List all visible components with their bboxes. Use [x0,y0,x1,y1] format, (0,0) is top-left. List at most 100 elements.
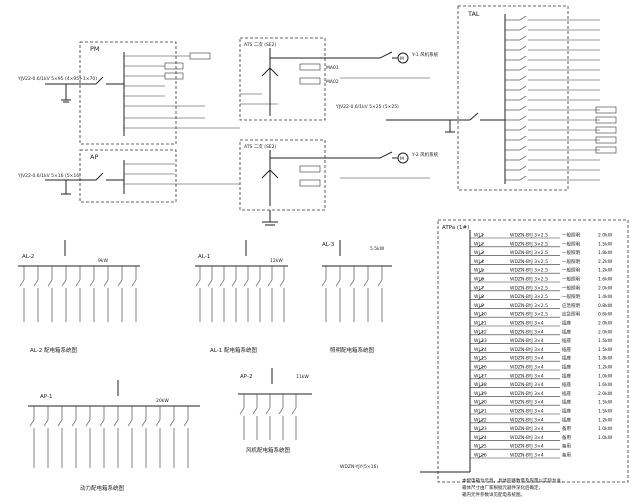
ap-cabinet: AP YJV22-0.6/1kV 5×16 (5×16) [17,149,240,203]
panel-row-power: 1.5kW [598,241,613,247]
panel-row-breaker [477,392,485,397]
branch-breaker [377,279,383,287]
tal-breaker [519,45,527,51]
svg-text:MA02: MA02 [326,79,339,85]
panel-row-load: 一般照明 [562,249,580,256]
panel-row-cable: WDZN-BYJ 3×2.5 [510,241,548,247]
panel-row-cable: WDZN-BYJ 3×2.5 [510,259,548,265]
panel-row-cable: WDZN-BYJ 3×4 [510,329,544,335]
tal-breaker [519,125,527,131]
panel-row-load: 一般照明 [562,267,580,274]
svg-text:AP-1: AP-1 [40,394,52,400]
branch-breaker [243,279,249,287]
branch-breaker [117,279,123,287]
small-panel-power: AP-1 20kW 动力配电箱系统图 [28,380,200,492]
panel-row-power: 1.4kW [598,294,613,300]
branch-breaker [61,279,67,287]
panel-row-power: 2.0kW [598,285,613,291]
panel-row-load: 插座 [562,372,571,379]
branch-breaker [321,279,327,287]
motor-upper: M Y-1 风机系统 [340,51,439,79]
panel-row-circuit: WL8 [474,294,484,300]
panel-row-cable: WDZN-BYJ 3×2.5 [510,285,548,291]
panel-row-load: 一般照明 [562,240,580,247]
branch-breaker [207,279,213,287]
panel-row-circuit: WL17 [474,373,487,379]
panel-row-breaker [477,251,485,256]
panel-row-cable: WDZN-BYJ 3×4 [510,321,544,327]
panel-row-load: 一般照明 [562,276,580,283]
panel-row-circuit: WL6 [474,277,484,283]
large-panel-incoming: WDZN-YJY(5×16) [340,464,378,470]
panel-row-circuit: WL11 [474,321,487,327]
ats-upper: ATS 二次 (SE2) MA01 MA02 [239,37,380,121]
panel-row-cable: WDZN-BYJ 3×4 [510,400,544,406]
branch-breaker [127,419,133,427]
panel-row-circuit: WL21 [474,409,487,415]
panel-row-power: 2.0kW [598,329,613,335]
panel-row-circuit: WL24 [474,435,487,441]
panel-row-breaker [477,277,485,283]
branch-breaker [195,279,201,287]
panel-row-cable: WDZN-BYJ 3×4 [510,409,544,415]
panel-row-cable: WDZN-BYJ 3×4 [510,356,544,362]
panel-row-circuit: WL12 [474,329,487,335]
tal-breaker [519,175,527,181]
panel-row-circuit: WL19 [474,391,487,397]
small-panel-al2: AL-2 9kW AL-2 配电箱系统图 [18,240,140,354]
lighting-title: 照明配电箱系统图 [330,346,375,354]
panel-row-cable: WDZN-BYJ 3×4 [510,338,544,344]
panel-row-cable: WDZN-BYJ 3×2.5 [510,312,548,318]
power-title: 动力配电箱系统图 [80,484,125,492]
al1-title: AL-1 配电箱系统图 [210,346,257,354]
panel-row-circuit: WL10 [474,312,487,318]
fan-title: 风机配电箱系统图 [246,446,291,454]
tal-load-box [595,116,617,124]
branch-breaker [252,407,258,415]
panel-row-power: 2.0kW [598,233,613,239]
fan-power: 11kW [296,374,309,380]
al2-title: AL-2 配电箱系统图 [30,346,77,354]
panel-row-circuit: WL25 [474,444,487,450]
panel-row-breaker [477,268,485,274]
branch-breaker [267,279,273,287]
panel-row-cable: WDZN-BYJ 3×2.5 [510,268,548,274]
panel-row-cable: WDZN-BYJ 3×4 [510,444,544,450]
panel-row-breaker [477,436,485,441]
panel-row-circuit: WL2 [474,241,484,247]
note-3: 箱内元件参数详见配电系统图。 [462,491,525,498]
lighting-power: 5.5kW [370,246,385,252]
panel-row-breaker [477,365,485,371]
panel-row-breaker [477,374,485,380]
branch-breaker [141,419,147,427]
panel-row-power: 1.5kW [598,347,613,353]
small-panel-lighting: AL-3 5.5kW 照明配电箱系统图 [321,240,392,354]
panel-row-load: 插座 [562,364,571,371]
tal-breaker [519,65,527,71]
power-power: 20kW [156,398,169,404]
branch-breaker [33,279,39,287]
branch-breaker [47,279,53,287]
branch-breaker [29,419,35,427]
panel-row-power: 1.2kW [598,268,613,274]
svg-text:M: M [400,56,404,62]
panel-row-load: 插座 [562,390,571,397]
panel-row-load: 插座 [562,408,571,415]
motor-lower: M Y-2 风机系统 [340,151,439,179]
panel-row-circuit: WL18 [474,382,487,388]
panel-row-cable: WDZN-BYJ 3×2.5 [510,294,548,300]
motor-lower-label: Y-2 风机系统 [411,151,439,158]
tal-breaker [519,85,527,91]
panel-row-circuit: WL5 [474,268,484,274]
branch-breaker [363,279,369,287]
panel-row-cable: WDZN-BYJ 3×2.5 [510,303,548,309]
pm-incoming-cable: YJV22-0.6/1kV 5×95 (4×95+1×70) [17,76,97,82]
panel-row-power: 1.2kW [598,365,613,371]
panel-row-breaker [477,321,485,327]
panel-row-load: 插座 [562,355,571,362]
ats-lower-label: ATS 二次 (SE2) [244,143,277,150]
panel-row-load: 备用 [562,443,571,450]
panel-row-power: 2.0kW [598,391,613,397]
panel-row-load: 应急照明 [562,311,580,318]
